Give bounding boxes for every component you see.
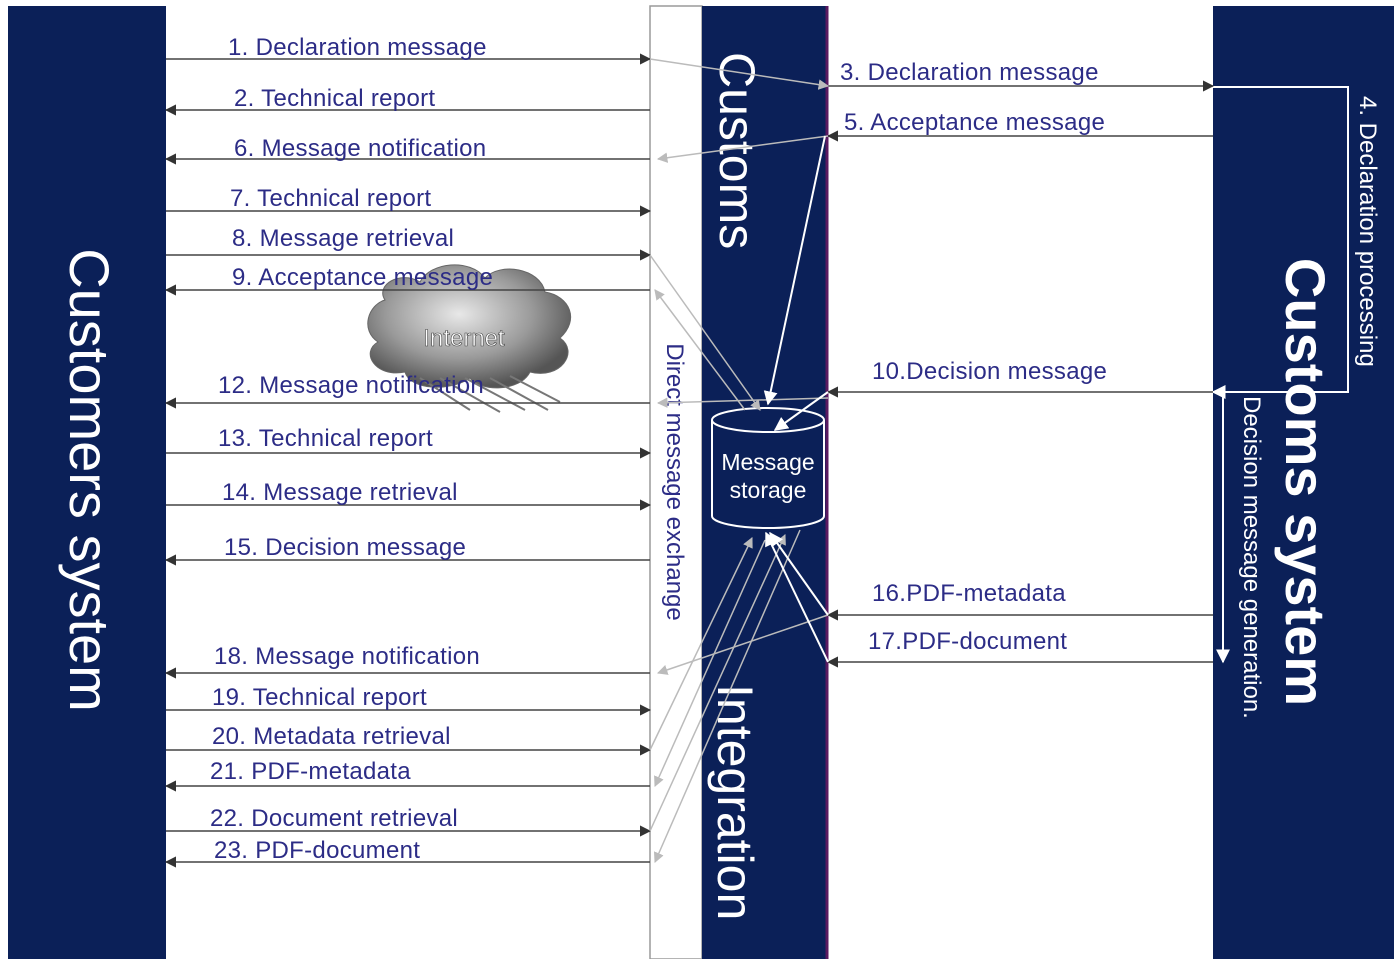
direct-exchange-label: Direct message exchange <box>661 343 688 620</box>
arrow-declaration-processing <box>1211 86 1349 399</box>
label-m20: 20. Metadata retrieval <box>212 723 451 750</box>
declaration-processing-label: 4. Declaration processing <box>1354 96 1381 367</box>
left-message-arrows <box>164 53 652 868</box>
customs-system-label: Customs system <box>1274 258 1337 706</box>
label-m18: 18. Message notification <box>214 643 480 670</box>
direct-exchange-column <box>649 5 703 959</box>
internet-cloud: Internet <box>367 264 572 413</box>
left-message-labels: 1. Declaration message 2. Technical repo… <box>210 34 493 864</box>
label-m14: 14. Message retrieval <box>222 479 458 506</box>
right-message-arrows <box>826 80 1215 668</box>
label-m17: 17.PDF-document <box>868 628 1067 655</box>
customs-integration-bottom-label: Integration <box>707 684 763 920</box>
label-m3: 3. Declaration message <box>840 59 1099 86</box>
message-storage-line2: storage <box>730 477 807 503</box>
label-m10: 10.Decision message <box>872 358 1107 385</box>
label-m23: 23. PDF-document <box>214 837 420 864</box>
decision-generation-label: Decision message generation. <box>1238 396 1265 719</box>
customs-system-block <box>1213 6 1394 959</box>
exchange-connectors <box>649 58 830 863</box>
label-m7: 7. Technical report <box>230 185 431 212</box>
label-m16: 16.PDF-metadata <box>872 580 1066 607</box>
label-m19: 19. Technical report <box>212 684 427 711</box>
label-m9: 9. Acceptance message <box>232 264 493 291</box>
label-m8: 8. Message retrieval <box>232 225 454 252</box>
storage-connectors <box>763 135 829 663</box>
label-m1: 1. Declaration message <box>228 34 487 61</box>
label-m2: 2. Technical report <box>234 85 435 112</box>
label-m15: 15. Decision message <box>224 534 466 561</box>
customers-system-block <box>8 6 166 959</box>
message-storage-line1: Message <box>721 449 814 475</box>
right-message-labels: 3. Declaration message 5. Acceptance mes… <box>840 59 1107 655</box>
internet-label: Internet <box>423 325 505 352</box>
label-m21: 21. PDF-metadata <box>210 758 411 785</box>
label-m5: 5. Acceptance message <box>844 109 1105 136</box>
customers-system-label: Customers system <box>58 248 121 712</box>
label-m6: 6. Message notification <box>234 135 486 162</box>
label-m22: 22. Document retrieval <box>210 805 458 832</box>
label-m13: 13. Technical report <box>218 425 433 452</box>
message-storage-cylinder: Message storage <box>711 407 825 529</box>
label-m12: 12. Message notification <box>218 372 484 399</box>
